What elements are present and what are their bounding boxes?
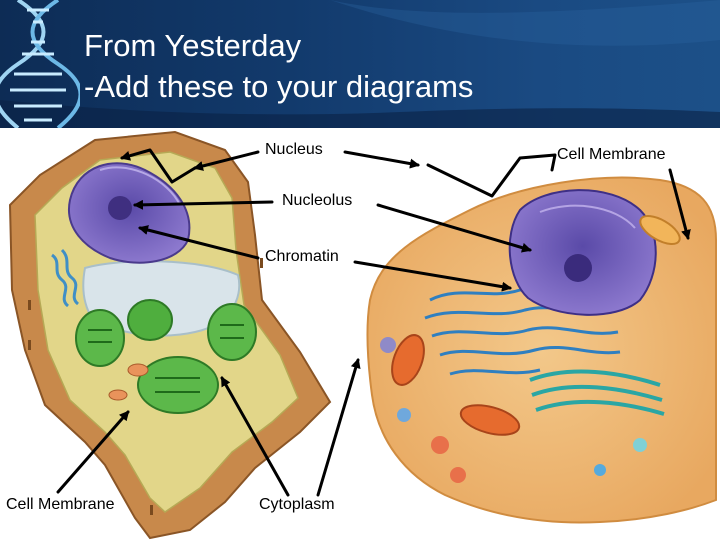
banner-wave-decoration — [0, 0, 720, 128]
label-cell-membrane-bottom: Cell Membrane — [6, 496, 115, 513]
plant-cell-illustration — [8, 130, 332, 540]
label-nucleolus: Nucleolus — [282, 192, 353, 209]
animal-cell-illustration — [366, 176, 717, 524]
label-cytoplasm: Cytoplasm — [259, 496, 335, 513]
label-chromatin: Chromatin — [265, 248, 339, 265]
slide-title-line-1: From Yesterday — [84, 28, 302, 63]
pointer-arrows — [56, 148, 691, 497]
label-cell-membrane-top: Cell Membrane — [557, 146, 666, 163]
label-nucleus: Nucleus — [265, 141, 323, 158]
dna-helix-icon — [0, 0, 80, 128]
slide-title-line-2: -Add these to your diagrams — [84, 69, 474, 104]
title-banner: From Yesterday -Add these to your diagra… — [0, 0, 720, 128]
